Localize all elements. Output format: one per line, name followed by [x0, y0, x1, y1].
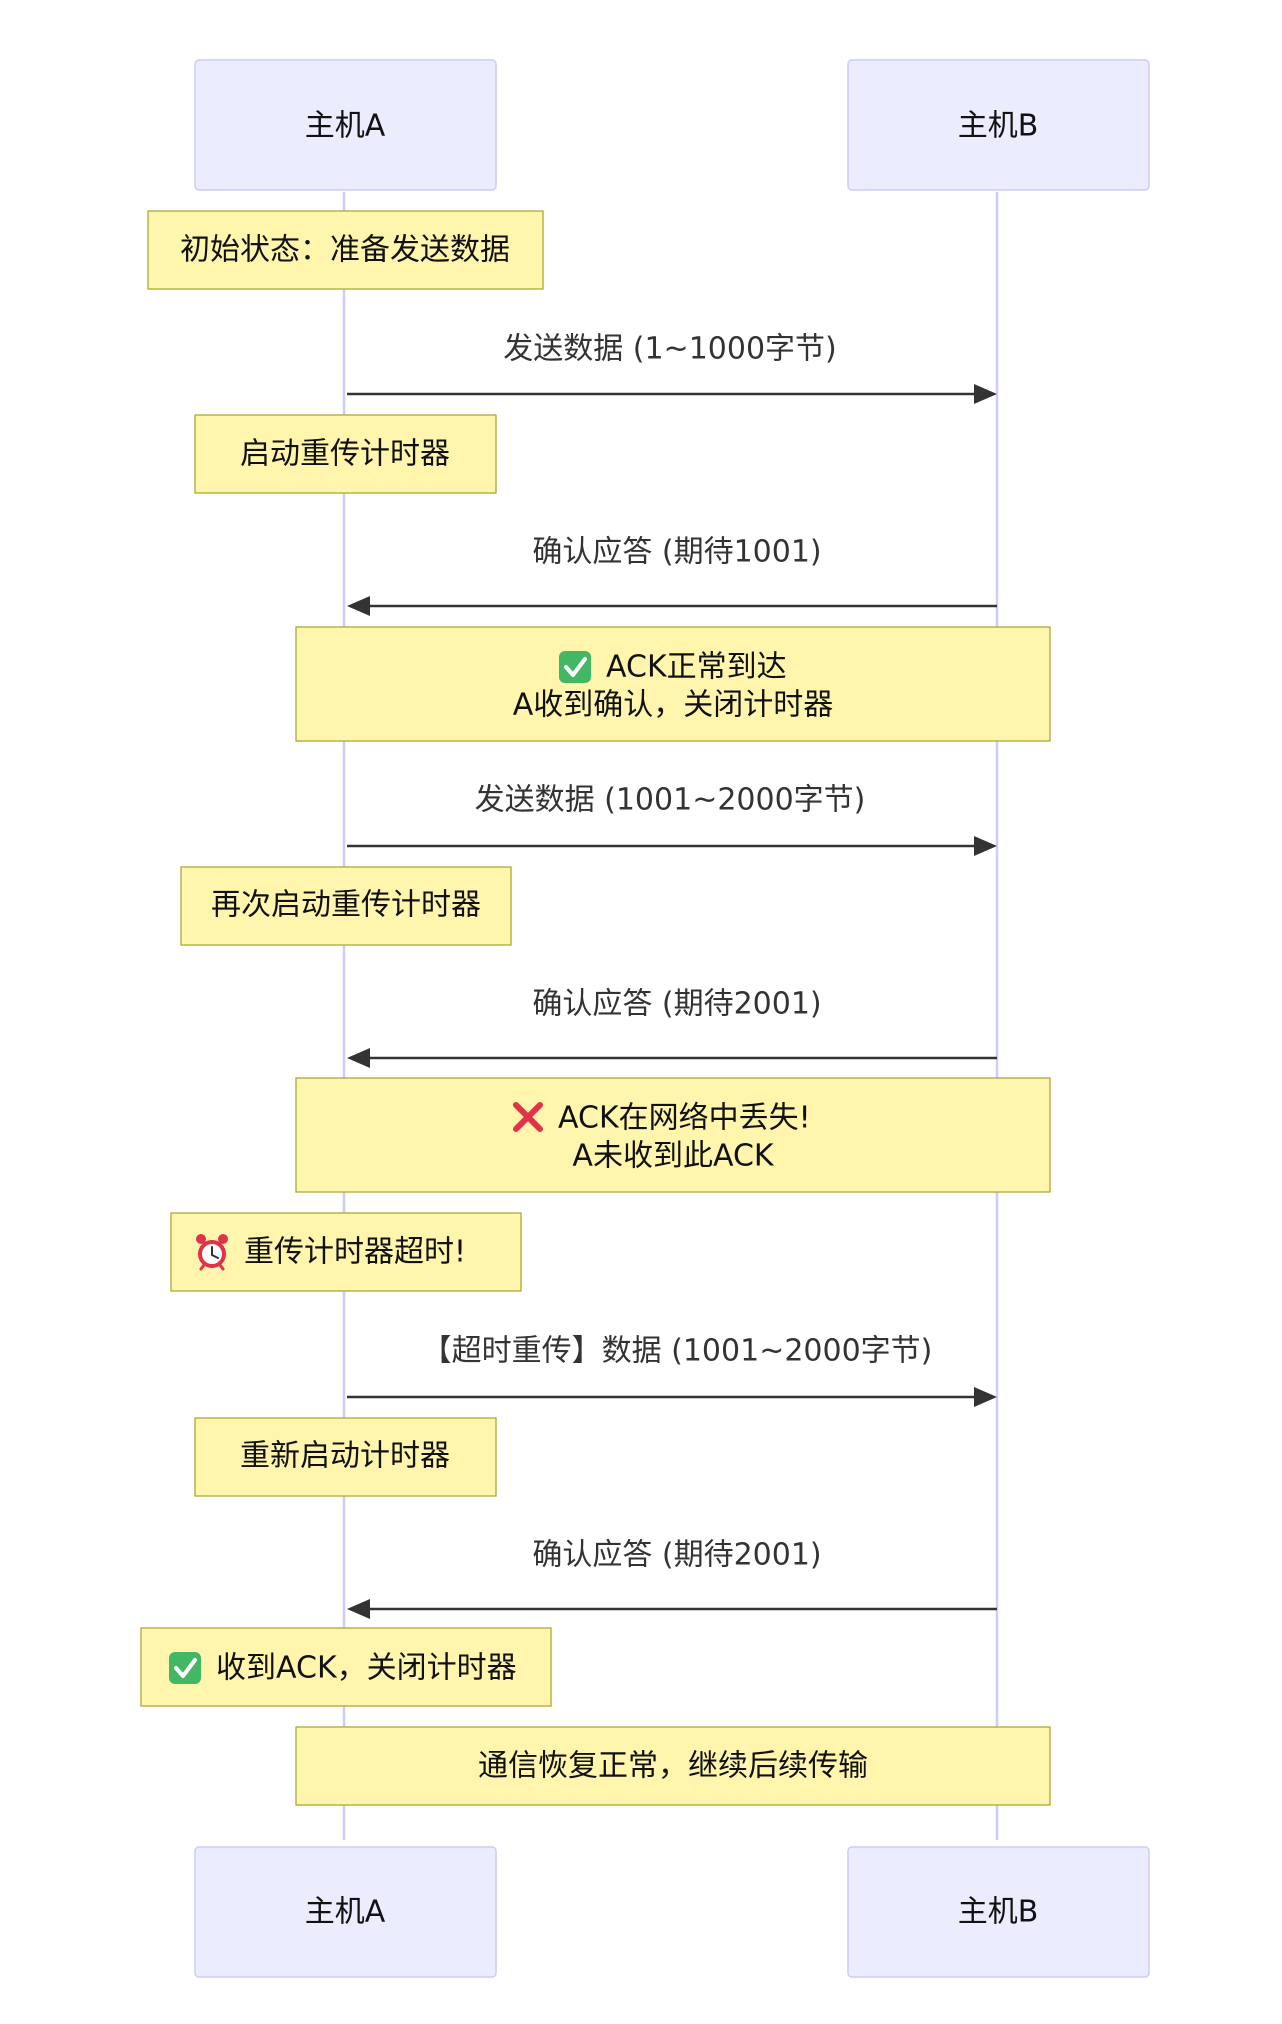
message-ack-2001-label: 确认应答 (期待2001) — [532, 1538, 821, 1573]
actor-host-a-bottom: 主机A — [194, 1846, 497, 1978]
arrow-right-icon — [974, 384, 997, 404]
note-ack-received-text: 收到ACK，关闭计时器 — [216, 1651, 517, 1686]
note-ack-lost: ACK在网络中丢失! A未收到此ACK — [295, 1077, 1051, 1193]
note-communication-restored: 通信恢复正常，继续后续传输 — [295, 1726, 1051, 1806]
message-ack-1001: 确认应答 (期待1001) — [347, 535, 997, 616]
check-mark-icon — [169, 1652, 201, 1684]
note-initial-state-text: 初始状态：准备发送数据 — [180, 233, 510, 268]
note-restart-timer-2-text: 重新启动计时器 — [240, 1439, 450, 1474]
note-start-timer: 启动重传计时器 — [194, 414, 497, 494]
message-send-data-1-label: 发送数据 (1~1000字节) — [503, 332, 837, 367]
actor-host-a-top-label: 主机A — [305, 109, 386, 144]
actor-host-a-bottom-label: 主机A — [305, 1895, 386, 1930]
note-restart-timer: 再次启动重传计时器 — [180, 866, 512, 946]
note-ack-arrived-line1: ACK正常到达 — [606, 650, 787, 685]
note-timer-timeout: 重传计时器超时! — [170, 1212, 522, 1292]
note-start-timer-text: 启动重传计时器 — [240, 437, 450, 472]
arrow-left-icon — [347, 596, 370, 616]
message-retransmit-label: 【超时重传】数据 (1001~2000字节) — [422, 1334, 933, 1369]
message-ack-2001-lost: 确认应答 (期待2001) — [347, 987, 997, 1068]
message-ack-1001-label: 确认应答 (期待1001) — [532, 535, 821, 570]
message-retransmit: 【超时重传】数据 (1001~2000字节) — [347, 1334, 997, 1407]
note-timer-timeout-text: 重传计时器超时! — [244, 1235, 466, 1270]
cross-mark-icon — [513, 1102, 543, 1132]
message-send-data-1: 发送数据 (1~1000字节) — [347, 332, 997, 404]
message-ack-2001-lost-label: 确认应答 (期待2001) — [532, 987, 821, 1022]
note-communication-restored-text: 通信恢复正常，继续后续传输 — [478, 1749, 868, 1784]
arrow-left-icon — [347, 1048, 370, 1068]
message-ack-2001: 确认应答 (期待2001) — [347, 1538, 997, 1619]
message-send-data-2: 发送数据 (1001~2000字节) — [347, 783, 997, 856]
check-mark-icon — [559, 651, 591, 683]
note-ack-received: 收到ACK，关闭计时器 — [140, 1627, 552, 1707]
arrow-right-icon — [974, 836, 997, 856]
actor-host-b-bottom-label: 主机B — [958, 1895, 1039, 1930]
message-send-data-2-label: 发送数据 (1001~2000字节) — [475, 783, 866, 818]
note-ack-arrived: ACK正常到达 A收到确认，关闭计时器 — [295, 626, 1051, 742]
note-ack-arrived-line2: A收到确认，关闭计时器 — [513, 688, 834, 723]
note-initial-state: 初始状态：准备发送数据 — [147, 210, 544, 290]
actor-host-a-top: 主机A — [194, 59, 497, 191]
alarm-clock-icon — [196, 1234, 228, 1271]
arrow-right-icon — [974, 1387, 997, 1407]
actor-host-b-bottom: 主机B — [847, 1846, 1150, 1978]
note-ack-lost-line2: A未收到此ACK — [572, 1139, 774, 1174]
note-restart-timer-2: 重新启动计时器 — [194, 1417, 497, 1497]
actor-host-b-top: 主机B — [847, 59, 1150, 191]
arrow-left-icon — [347, 1599, 370, 1619]
note-restart-timer-text: 再次启动重传计时器 — [211, 888, 481, 923]
actor-host-b-top-label: 主机B — [958, 109, 1039, 144]
note-ack-lost-line1: ACK在网络中丢失! — [558, 1101, 811, 1136]
